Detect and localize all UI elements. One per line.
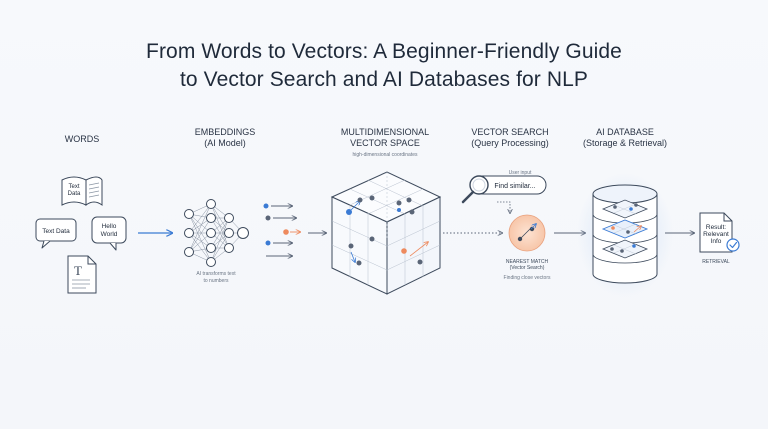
result-document-icon bbox=[699, 212, 733, 253]
embeddings-caption-line2: to numbers bbox=[203, 278, 229, 284]
bubble-right-line1: Hello bbox=[102, 223, 117, 230]
speech-bubble-left-icon bbox=[35, 218, 77, 249]
nearest-match-icon bbox=[508, 214, 546, 252]
magnifier-icon bbox=[461, 175, 489, 204]
stage-label-words: WORDS bbox=[64, 134, 100, 144]
bubble-right-line2: World bbox=[101, 231, 118, 238]
title-line-2: to Vector Search and AI Databases for NL… bbox=[179, 68, 588, 91]
database-title: AI DATABASE bbox=[596, 127, 654, 137]
stage-label-search: VECTOR SEARCH (Query Processing) bbox=[460, 127, 560, 149]
search-subtitle: (Query Processing) bbox=[471, 138, 549, 148]
space-caption: high-dimensional coordinates bbox=[352, 152, 418, 158]
arrow-query-to-match bbox=[497, 201, 510, 213]
vector-space-cube bbox=[330, 171, 442, 295]
book-text-line1: Text bbox=[68, 184, 79, 190]
stage-label-database: AI DATABASE (Storage & Retrieval) bbox=[570, 127, 680, 149]
database-subtitle: (Storage & Retrieval) bbox=[582, 138, 668, 148]
database-layers bbox=[601, 199, 649, 259]
result-caption: RETRIEVAL bbox=[702, 259, 730, 265]
checkmark-icon bbox=[726, 238, 740, 252]
result-line1: Result: bbox=[706, 224, 726, 231]
result-line2: Relevant bbox=[703, 231, 729, 238]
speech-bubble-right-icon bbox=[91, 216, 127, 251]
space-title: MULTIDIMENSIONAL bbox=[340, 127, 430, 137]
embeddings-caption-line1: AI transforms text bbox=[196, 271, 236, 277]
nearest-match-caption: Finding close vectors bbox=[504, 275, 551, 281]
stage-label-embeddings: EMBEDDINGS (AI Model) bbox=[180, 127, 270, 149]
book-text-line2: Data bbox=[68, 191, 81, 197]
document-icon bbox=[67, 255, 97, 294]
nearest-match-line1: NEAREST MATCH bbox=[506, 259, 549, 265]
bubble-left-text: Text Data bbox=[42, 228, 70, 235]
result-line3: Info bbox=[711, 238, 722, 245]
space-subtitle: VECTOR SPACE bbox=[350, 138, 420, 148]
search-user-input-label: User input bbox=[509, 170, 532, 176]
search-query-text: Find similar... bbox=[494, 183, 535, 190]
vector-arrows bbox=[263, 204, 301, 257]
document-letter: T bbox=[74, 263, 82, 278]
cube-grid bbox=[331, 172, 441, 285]
neural-nodes bbox=[184, 199, 249, 267]
page-title: From Words to Vectors: A Beginner-Friend… bbox=[0, 38, 768, 94]
embeddings-title: EMBEDDINGS bbox=[194, 127, 256, 137]
title-line-1: From Words to Vectors: A Beginner-Friend… bbox=[146, 40, 622, 63]
cube-points bbox=[346, 195, 428, 266]
book-icon bbox=[61, 176, 103, 206]
embeddings-subtitle: (AI Model) bbox=[204, 138, 246, 148]
search-title: VECTOR SEARCH bbox=[471, 127, 549, 137]
stage-label-space: MULTIDIMENSIONAL VECTOR SPACE bbox=[330, 127, 440, 149]
nearest-match-line2: (Vector Search) bbox=[510, 265, 545, 271]
